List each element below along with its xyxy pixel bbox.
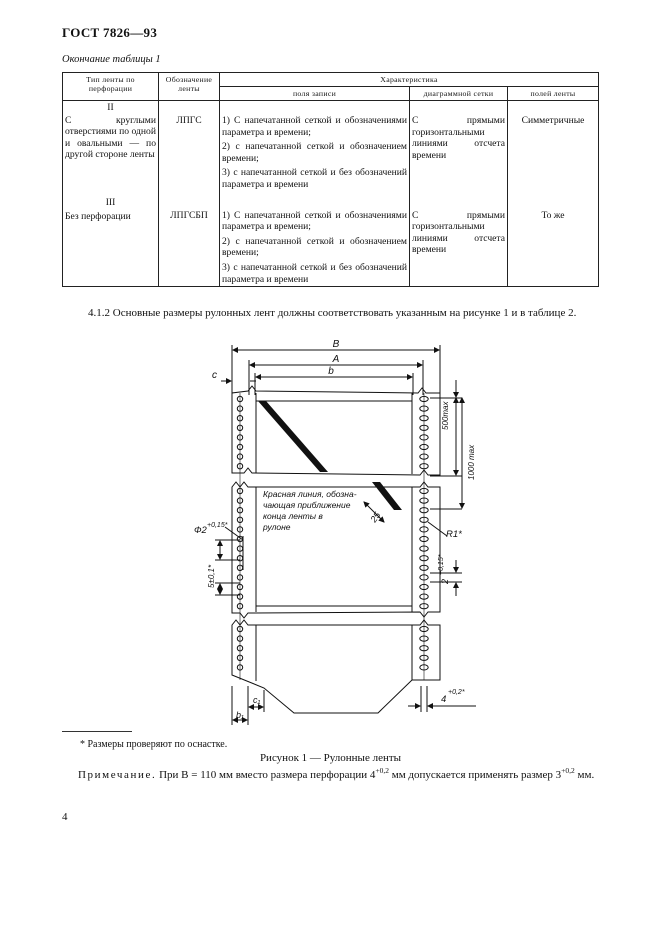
label-2: 2 bbox=[440, 579, 450, 585]
group-roman: III bbox=[105, 196, 116, 208]
figure-caption: Рисунок 1 — Рулонные ленты bbox=[259, 752, 402, 764]
col-header-type: Тип ленты по перфорации bbox=[62, 72, 159, 101]
note-tolerance-2: +0,2 bbox=[561, 766, 575, 775]
label-c1: c₁ bbox=[253, 695, 261, 705]
page-number: 4 bbox=[62, 811, 68, 823]
record-field-item: 1) С напечатанной сеткой и обозначениями… bbox=[222, 209, 407, 233]
label-b: b bbox=[328, 366, 334, 377]
fields-description: Симметричные bbox=[506, 99, 600, 192]
label-b1: b₁ bbox=[236, 710, 244, 720]
tape-middle-section bbox=[231, 481, 441, 619]
label-red-line-2: чающая приближение bbox=[263, 500, 351, 510]
note-text-2: мм допускается применять размер 3 bbox=[391, 769, 562, 781]
note-text-1: При B = 110 мм вместо размера перфорации… bbox=[159, 769, 376, 781]
label-red-line-3: конца ленты в bbox=[263, 511, 323, 521]
label-A: A bbox=[332, 354, 340, 365]
tape-type: Без перфорации bbox=[65, 211, 131, 223]
label-2-tol: +0,15* bbox=[438, 554, 445, 575]
grid-description: С прямыми горизонтальными линиями отсчет… bbox=[409, 99, 508, 192]
label-5: 5±0,1* bbox=[207, 564, 216, 588]
perforation-holes bbox=[236, 393, 429, 680]
footnote-rule bbox=[62, 731, 132, 732]
label-25: 25 bbox=[368, 509, 383, 525]
grid-description: С прямыми горизонтальными линиями отсчет… bbox=[409, 191, 508, 288]
record-field-item: 2) с напечатанной сеткой и обозначением … bbox=[222, 235, 407, 259]
label-c: c bbox=[212, 370, 217, 381]
fields-description: То же bbox=[506, 191, 600, 288]
note: Примечание. При B = 110 мм вместо размер… bbox=[62, 764, 598, 782]
record-field-item: 1) С напечатанной сеткой и обозначениями… bbox=[222, 115, 407, 138]
note-tolerance: +0,2 bbox=[375, 766, 389, 775]
tape-code: ЛПГС bbox=[158, 99, 220, 192]
label-B: B bbox=[333, 339, 340, 350]
note-label: Примечание. bbox=[78, 769, 157, 781]
col-header-code: Обозначение ленты bbox=[158, 72, 220, 101]
record-field-item: 3) с напечатанной сеткой и без обозначен… bbox=[222, 167, 407, 190]
record-field-item: 3) с напечатанной сеткой и без обозначен… bbox=[222, 261, 407, 285]
label-red-line-1: Красная линия, обозна- bbox=[263, 489, 357, 499]
label-4-tol: +0,2* bbox=[448, 689, 465, 696]
label-red-line-4: рулоне bbox=[262, 522, 291, 532]
label-4: 4 bbox=[441, 694, 446, 705]
label-R1: R1* bbox=[446, 529, 462, 540]
label-500max: 500max bbox=[441, 401, 450, 430]
paragraph-4-1-2: 4.1.2 Основные размеры рулонных лент дол… bbox=[88, 307, 577, 319]
label-phi2: Ф2 bbox=[194, 525, 208, 536]
red-line-marker bbox=[372, 482, 402, 510]
group-roman: II bbox=[107, 102, 114, 113]
characteristics-table: Тип ленты по перфорации Обозначение лент… bbox=[62, 72, 600, 288]
label-1000max: 1000 max bbox=[467, 444, 476, 480]
red-line-marker bbox=[258, 401, 328, 472]
record-field-item: 2) с напечатанной сеткой и обозначением … bbox=[222, 141, 407, 164]
document-code: ГОСТ 7826—93 bbox=[62, 25, 158, 40]
tape-bottom-section bbox=[231, 619, 441, 714]
label-phi2-tol: +0,15* bbox=[207, 522, 228, 529]
tape-top-section bbox=[231, 385, 441, 476]
note-text-3: мм. bbox=[577, 769, 595, 781]
footnote: * Размеры проверяют по оснастке. bbox=[80, 739, 228, 750]
tape-code: ЛПГСБП bbox=[158, 191, 220, 288]
tape-type: С круглыми отверстиями по одной и овальн… bbox=[65, 114, 156, 161]
table-row: III Без перфорации ЛПГСБП 1) С напечатан… bbox=[62, 191, 600, 288]
table-row: II С круглыми отверстиями по одной и ова… bbox=[62, 99, 600, 192]
table-continuation-caption: Окончание таблицы 1 bbox=[62, 54, 161, 65]
